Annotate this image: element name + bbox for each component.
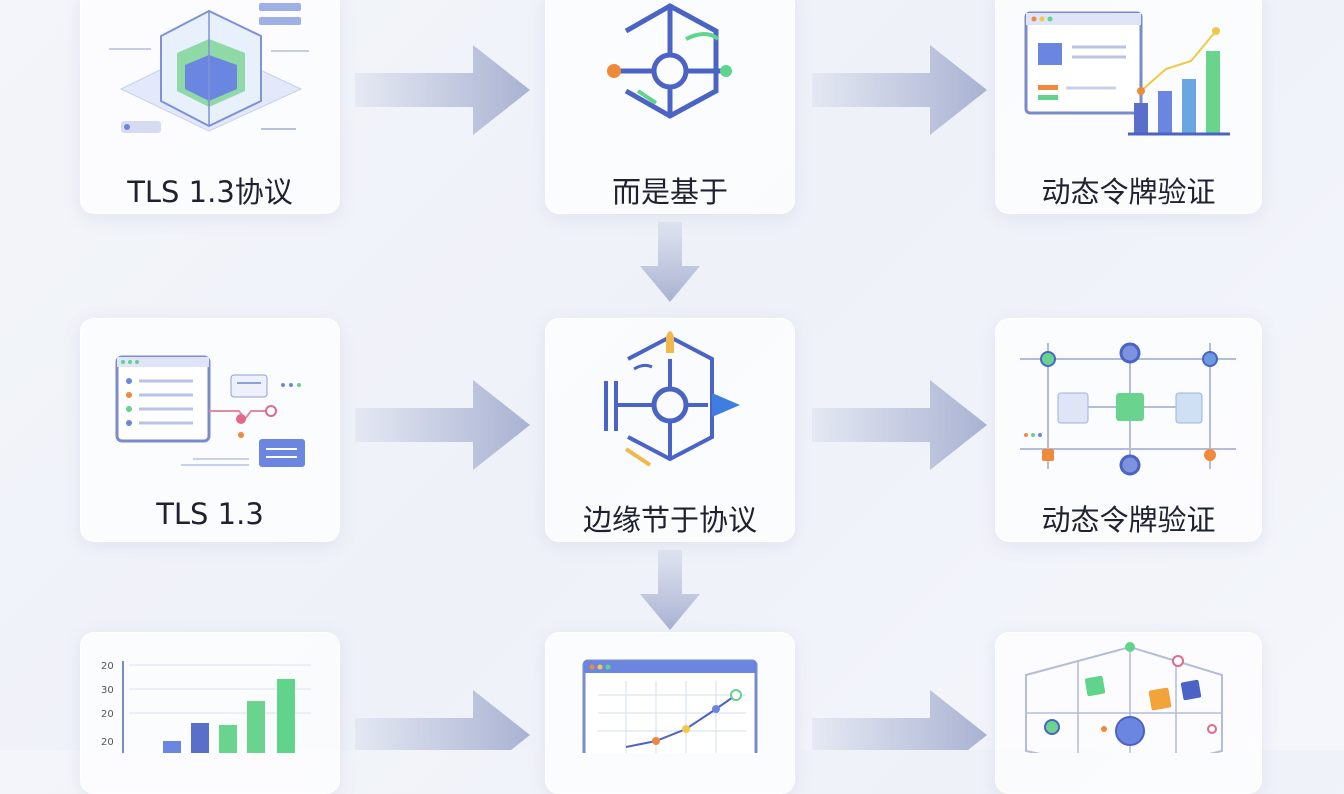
node-label: 动态令牌验证	[1041, 175, 1216, 209]
node-label: TLS 1.3协议	[127, 175, 293, 209]
node-label: TLS 1.3	[156, 497, 264, 531]
arrow-right	[812, 380, 987, 470]
browser-flow-icon	[115, 355, 305, 467]
node-label: 边缘节于协议	[582, 503, 757, 537]
node-label: 动态令牌验证	[1041, 503, 1216, 537]
node-card: 而是基于	[545, 0, 795, 214]
network-grid-icon	[1020, 342, 1236, 476]
arrow-down	[640, 550, 700, 630]
node-card: 动态令牌验证	[995, 0, 1262, 214]
bar-chart-icon: 20 30 20 20	[101, 661, 311, 753]
circuit-play-icon	[604, 331, 740, 467]
node-card: TLS 1.3	[80, 318, 340, 542]
3d-grid-icon	[1025, 642, 1223, 753]
chart-tick: 20	[101, 709, 114, 720]
arrow-right	[812, 45, 987, 135]
arrow-right	[812, 690, 987, 750]
node-card: 20 30 20 20	[80, 632, 340, 794]
node-card: TLS 1.3协议	[80, 0, 340, 214]
arrow-down	[640, 222, 700, 302]
circuit-hexagon-icon	[607, 3, 732, 119]
arrow-right	[355, 690, 530, 750]
chart-tick: 20	[101, 661, 114, 672]
node-card	[995, 632, 1262, 794]
node-label: 而是基于	[611, 175, 728, 209]
node-card: 动态令牌验证	[995, 318, 1262, 542]
node-card	[545, 632, 795, 794]
arrow-right	[355, 380, 530, 470]
arrow-right	[355, 45, 530, 135]
cube-stack-icon	[109, 3, 309, 133]
line-chart-window-icon	[582, 659, 758, 753]
chart-tick: 30	[101, 685, 114, 696]
chart-tick: 20	[101, 737, 114, 748]
dashboard-chart-icon	[1024, 11, 1230, 136]
node-card: 边缘节于协议	[545, 318, 795, 542]
